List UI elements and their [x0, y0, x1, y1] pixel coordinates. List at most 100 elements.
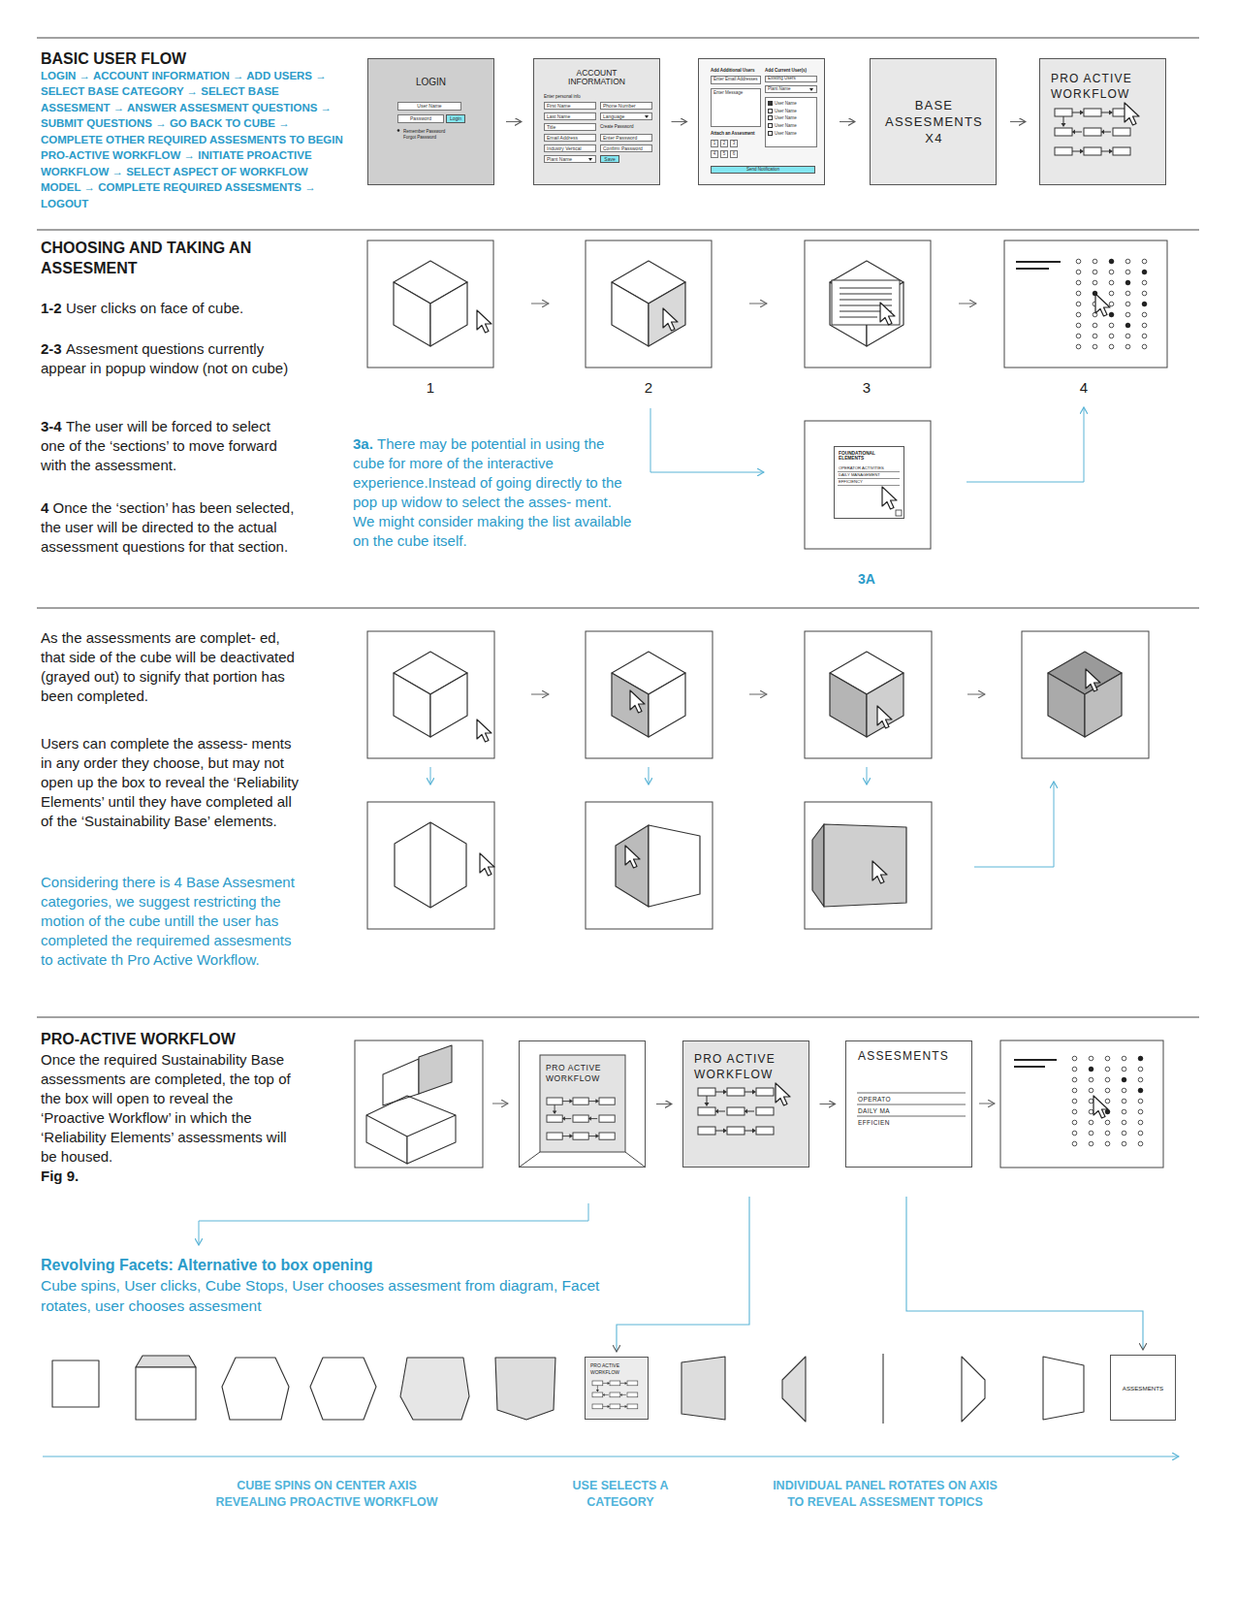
- sketch-circle: [1141, 301, 1147, 307]
- box-text: Add Current User(s): [764, 67, 807, 73]
- box-text: Title: [546, 125, 556, 130]
- screen-frame: PRO ACTIVE WORKFLOW: [682, 1040, 810, 1168]
- sketch-path: [824, 824, 907, 907]
- sketch-use: [1054, 108, 1131, 156]
- design-note: There may be potential in using the cube…: [352, 435, 632, 549]
- login-screen: LOGINRemember PasswordForgot PasswordUse…: [367, 58, 495, 186]
- box-text: Enter Email Addresses: [713, 77, 759, 83]
- section-heading: CHOOSING AND TAKING AN ASSESMENT: [40, 239, 252, 277]
- step-note-block: 2-3Assesment questions currently appear …: [40, 339, 295, 379]
- flow-arrow: [506, 121, 522, 123]
- form-field: 2: [720, 139, 729, 148]
- box-text: Industry Vertical: [546, 146, 582, 152]
- sketch-rect: [895, 509, 902, 516]
- callout-number-block: 1: [411, 378, 450, 398]
- sketch-use: [611, 651, 686, 737]
- sketch-path: [310, 1357, 377, 1420]
- design-note-block: Considering there is 4 Base Assesment ca…: [40, 872, 305, 970]
- box-text: Add Additional Users: [710, 67, 756, 73]
- callout-number-block: 3A: [847, 570, 887, 589]
- sketch-path: [1015, 261, 1061, 269]
- sketch-g: [52, 1353, 1084, 1424]
- box-text: 5: [723, 152, 727, 158]
- sketch-use: [1085, 668, 1101, 692]
- form-field: User Name: [397, 101, 462, 111]
- box-text: DAILY MANAGEMENT: [838, 473, 901, 478]
- sketch-use: [592, 1380, 638, 1409]
- axis-label: INDIVIDUAL PANEL ROTATES ON AXIS TO REVE…: [772, 1478, 998, 1509]
- sketch-path: [221, 1357, 289, 1420]
- box-text: OPERATO: [857, 1095, 891, 1104]
- sketch-use: [877, 705, 892, 729]
- paragraph-block: Once the required Sustainability Base as…: [40, 1049, 295, 1186]
- sketch-use: [393, 260, 468, 347]
- section-heading-block: BASIC USER FLOW: [40, 48, 351, 69]
- box-text: PRO ACTIVE WORKFLOW: [694, 1050, 792, 1082]
- step-note-block: 4Once the ‘section’ has been selected, t…: [40, 498, 295, 557]
- flow-arrow: [616, 1196, 750, 1352]
- sketch-use: [1095, 293, 1110, 317]
- sketch-use: [829, 260, 904, 347]
- sketch-rect: [697, 58, 825, 186]
- sketch-use: [393, 651, 468, 737]
- form-field: Confirm Password: [600, 144, 653, 153]
- screen-frame: BASE ASSESMENTS X4: [869, 58, 997, 186]
- form-field: Language: [600, 112, 653, 121]
- box-text: EFFICIENCY: [838, 479, 901, 485]
- step-note: 2-3: [40, 340, 63, 357]
- paragraph: Fig 9.: [40, 1166, 295, 1186]
- box-text: Remember Password: [403, 128, 445, 134]
- sketch-path: [366, 1095, 456, 1115]
- sketch-path: [812, 824, 824, 907]
- sketch-path: [1014, 1059, 1057, 1067]
- sketch-use: [479, 853, 495, 876]
- step-note: The user will be forced to select one of…: [40, 417, 278, 474]
- sketch-rect: [804, 801, 932, 929]
- axis-label: CUBE SPINS ON CENTER AXIS REVEALING PROA…: [215, 1478, 438, 1509]
- callout-number-block: 3: [847, 378, 887, 398]
- box-text: Send Notification: [746, 167, 780, 173]
- sketch-rect: [1070, 255, 1153, 352]
- screen-frame: ASSESMENTSOPERATODAILY MAEFFICIEN: [845, 1040, 973, 1168]
- sketch-path: [518, 1151, 646, 1168]
- account-screen: ACCOUNT INFORMATIONEnter personal infoCr…: [533, 58, 661, 186]
- axis-label-block: CUBE SPINS ON CENTER AXIS REVEALING PROA…: [210, 1477, 444, 1511]
- form-field: Phone Number: [600, 101, 653, 110]
- callout-number: 3: [862, 379, 871, 396]
- form-field: Enter Password: [600, 133, 653, 142]
- sketch-rect: [367, 58, 495, 186]
- sketch-use: [829, 651, 904, 737]
- callout-number-block: 2: [629, 378, 668, 398]
- sketch-rect: [367, 801, 495, 929]
- screen-frame: PRO ACTIVE WORKFLOW: [518, 1040, 646, 1168]
- paragraph: Once the required Sustainability Base as…: [40, 1050, 291, 1165]
- callout-number: 2: [644, 379, 653, 396]
- box-text: LOGIN: [368, 76, 494, 89]
- sketch-rect: [585, 801, 713, 929]
- sketch-path: [394, 822, 467, 908]
- step-note: 3-4: [40, 417, 63, 435]
- sketch-path: [198, 1203, 589, 1245]
- sketch-g: [367, 631, 1149, 929]
- box-text: ACCOUNT INFORMATION: [562, 68, 632, 87]
- box-text: Enter Message: [713, 91, 743, 96]
- popup-window: FOUNDATIONAL ELEMENTSOPERATOR ACTIVITIES…: [833, 445, 905, 519]
- box-text: Attach an Assesment: [710, 130, 756, 136]
- box-text: Phone Number: [602, 103, 636, 109]
- box-text: BASE ASSESMENTS X4: [885, 97, 983, 148]
- form-field: Existing Users: [764, 75, 818, 83]
- form-field: 6: [729, 150, 738, 159]
- sketch-path: [615, 824, 649, 907]
- box-text: 2: [723, 141, 727, 147]
- sketch-path: [531, 694, 549, 696]
- box-text: ASSESMENTS: [857, 1049, 967, 1064]
- form-field: Save: [600, 155, 620, 163]
- sketch-circle: [1088, 1066, 1094, 1072]
- sketch-path: [856, 1092, 966, 1116]
- subheading: Revolving Facets: Alternative to box ope…: [40, 1256, 374, 1273]
- sketch-rect: [533, 58, 661, 186]
- paragraph: As the assessments are complet- ed, that…: [40, 629, 295, 704]
- sketch-path: [648, 766, 650, 785]
- form-field: Enter Message: [710, 88, 761, 127]
- sketch-use: [697, 1087, 774, 1135]
